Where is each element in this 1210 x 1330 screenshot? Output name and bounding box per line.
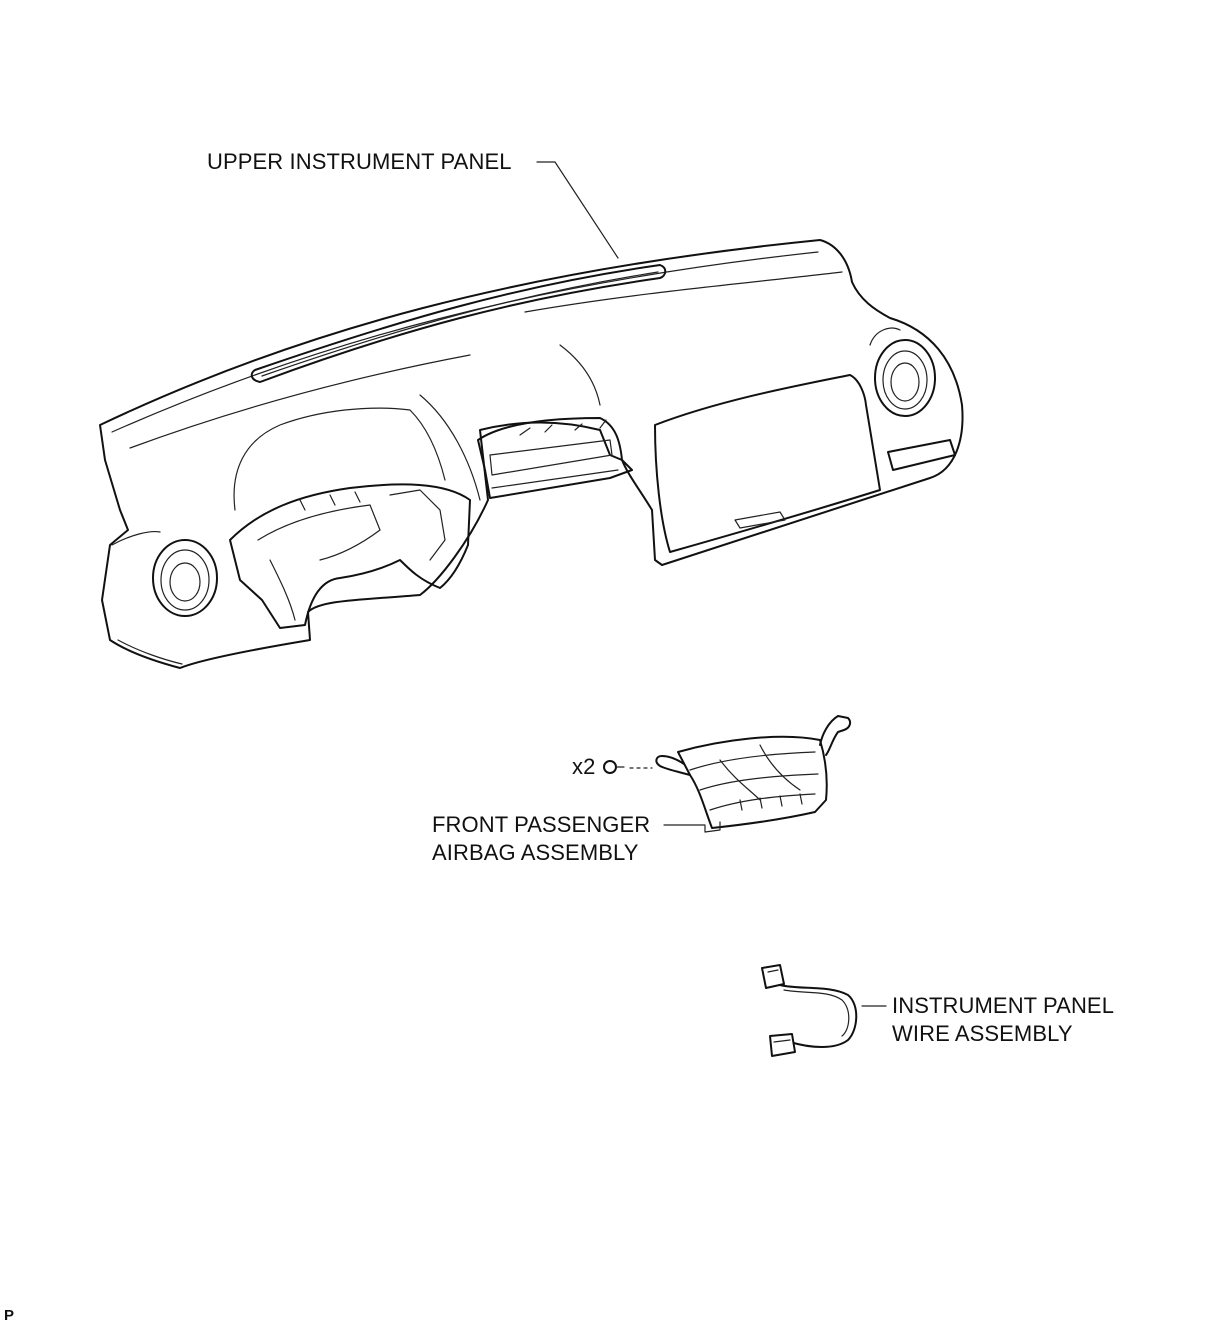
wire-label-line1: INSTRUMENT PANEL [892, 993, 1115, 1018]
upper-instrument-panel-drawing [99, 239, 964, 669]
front-passenger-airbag-drawing [655, 715, 852, 833]
airbag-label-line1: FRONT PASSENGER [432, 812, 651, 837]
instrument-panel-wire-drawing [761, 964, 858, 1057]
bolt-icon [603, 760, 653, 774]
wire-label-line2: WIRE ASSEMBLY [892, 1021, 1073, 1046]
quantity-label: x2 [572, 754, 596, 779]
corner-mark: P [4, 1307, 15, 1324]
upper-instrument-panel-label: UPPER INSTRUMENT PANEL [207, 149, 512, 174]
leader-line-upper-panel [536, 161, 619, 259]
airbag-label-line2: AIRBAG ASSEMBLY [432, 840, 639, 865]
